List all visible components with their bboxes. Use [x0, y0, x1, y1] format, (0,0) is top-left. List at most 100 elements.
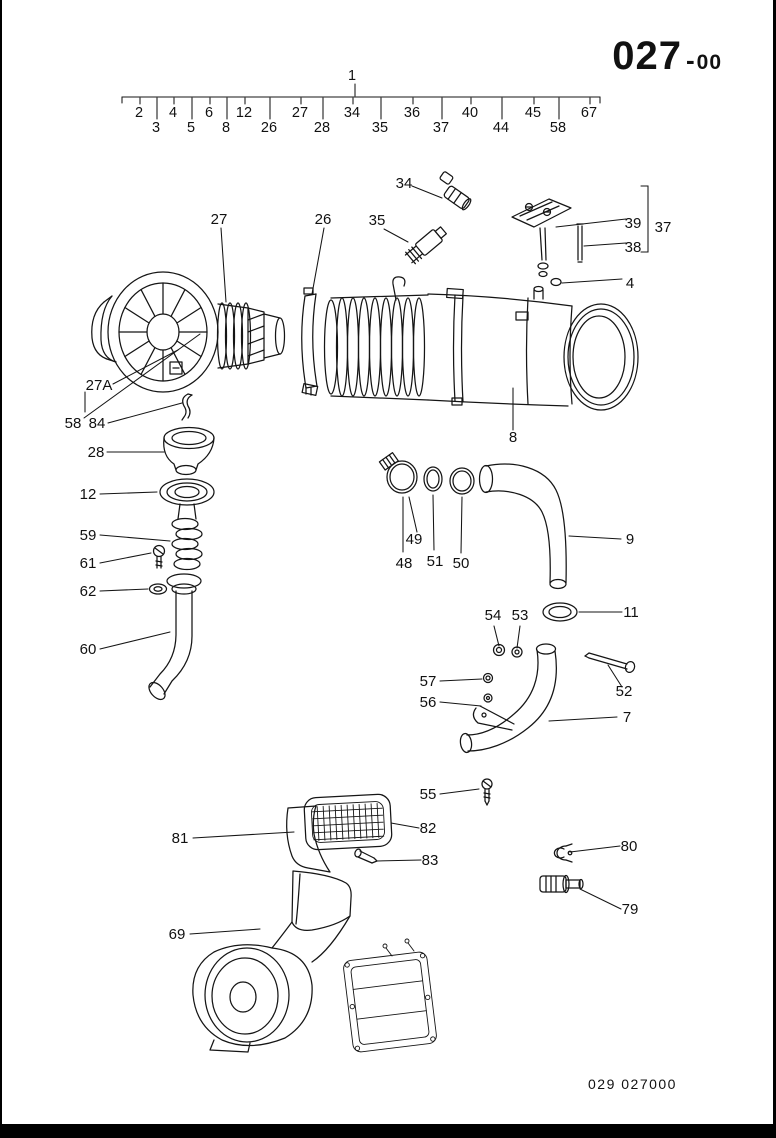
callout-26: 26: [315, 211, 332, 228]
callout-59: 59: [80, 527, 97, 544]
clip-80: [553, 843, 573, 863]
index-number-27: 27: [292, 105, 308, 121]
screw-83: [354, 848, 378, 864]
callout-37: 37: [655, 219, 672, 236]
valve-79: [539, 874, 584, 894]
spring-59: [171, 503, 203, 571]
index-number-44: 44: [493, 120, 509, 136]
index-number-2: 2: [135, 105, 143, 121]
callout-7: 7: [623, 709, 631, 726]
hose-7: [459, 643, 557, 754]
index-number-28: 28: [314, 120, 330, 136]
callout-55: 55: [420, 786, 437, 803]
callout-27: 27: [211, 211, 228, 228]
nut-62: [148, 583, 168, 595]
callout-61: 61: [80, 555, 97, 572]
index-number-36: 36: [404, 105, 420, 121]
index-number-34: 34: [344, 105, 360, 121]
callout-83: 83: [422, 852, 439, 869]
callout-53: 53: [512, 607, 529, 624]
vent-mount-plate-81: [286, 805, 331, 873]
grommet-12: [159, 478, 215, 506]
callout-8: 8: [509, 429, 517, 446]
ring-51: [423, 466, 443, 492]
air-cleaner-assembly: [91, 271, 286, 393]
callout-80: 80: [621, 838, 638, 855]
callout-60: 60: [80, 641, 97, 658]
screw-55: [481, 778, 493, 806]
washer-57: [482, 672, 494, 684]
callout-34: 34: [396, 175, 413, 192]
hose-9: [478, 463, 567, 590]
washer-56: [483, 693, 493, 703]
hook-84: [181, 393, 193, 421]
callout-labels: 34 39 37 38 4 27 26 35 27A 58 84 28 8 12…: [65, 175, 672, 943]
footer-code: 029 027000: [588, 1076, 677, 1092]
bolt-52: [584, 652, 636, 674]
callout-51: 51: [427, 553, 444, 570]
callout-52: 52: [616, 683, 633, 700]
index-group-label: 1: [348, 68, 356, 84]
leader-lines: [83, 185, 649, 935]
callout-9: 9: [626, 531, 634, 548]
callout-11: 11: [623, 604, 639, 621]
index-number-26: 26: [261, 120, 277, 136]
seal-ring-11: [542, 602, 578, 622]
index-number-8: 8: [222, 120, 230, 136]
callout-79: 79: [622, 901, 639, 918]
callout-54: 54: [485, 607, 502, 624]
callout-57: 57: [420, 673, 437, 690]
clamp-band-26: [301, 287, 319, 396]
heat-exchanger-canister: [323, 276, 639, 411]
elbow-funnel-28: [163, 426, 215, 476]
index-number-12: 12: [236, 105, 252, 121]
callout-38: 38: [625, 239, 642, 256]
callout-56: 56: [420, 694, 437, 711]
callout-58: 58: [65, 415, 82, 432]
callout-12: 12: [80, 486, 97, 503]
blower-housing-69: [192, 870, 352, 1053]
callout-81: 81: [172, 830, 189, 847]
index-bracket: [121, 83, 601, 120]
sleeve-50: [449, 467, 475, 495]
index-number-35: 35: [372, 120, 388, 136]
callout-50: 50: [453, 555, 470, 572]
page-code-main: 027: [612, 34, 682, 78]
index-number-37: 37: [433, 120, 449, 136]
hose-clamp-48-49: [378, 452, 418, 494]
callout-48: 48: [396, 555, 413, 572]
heater-box-outline: [343, 938, 437, 1053]
callout-82: 82: [420, 820, 437, 837]
callout-39: 39: [625, 215, 642, 232]
callout-27A: 27A: [86, 377, 113, 394]
callout-49: 49: [406, 531, 423, 548]
page-code: 027 - 00: [612, 34, 722, 79]
index-number-40: 40: [462, 105, 478, 121]
page-border-bottom: [0, 1124, 776, 1138]
callout-28: 28: [88, 444, 105, 461]
page-code-dash: -: [685, 45, 695, 75]
index-number-67: 67: [581, 105, 597, 121]
page-border-left: [0, 0, 2, 1124]
index-number-3: 3: [152, 120, 160, 136]
callout-69: 69: [169, 926, 186, 943]
index-number-6: 6: [205, 105, 213, 121]
index-number-4: 4: [169, 105, 177, 121]
page-code-suffix: 00: [696, 51, 722, 74]
bracket-hardware-37: [511, 198, 584, 287]
index-numbers: 1 2 4 6 12 27 34 36 40 45 67 3 5 8 26 28…: [135, 68, 597, 136]
callout-35: 35: [369, 212, 386, 229]
page-border-right: [773, 0, 776, 1124]
index-number-5: 5: [187, 120, 195, 136]
vent-grille-82: [303, 793, 393, 851]
valve-part-35: [404, 226, 447, 265]
callout-4: 4: [626, 275, 634, 292]
index-number-45: 45: [525, 105, 541, 121]
callout-84: 84: [89, 415, 106, 432]
intake-tube-60: [148, 573, 202, 701]
callout-62: 62: [80, 583, 97, 600]
screw-61: [152, 544, 166, 569]
valve-part-34: [439, 171, 472, 211]
